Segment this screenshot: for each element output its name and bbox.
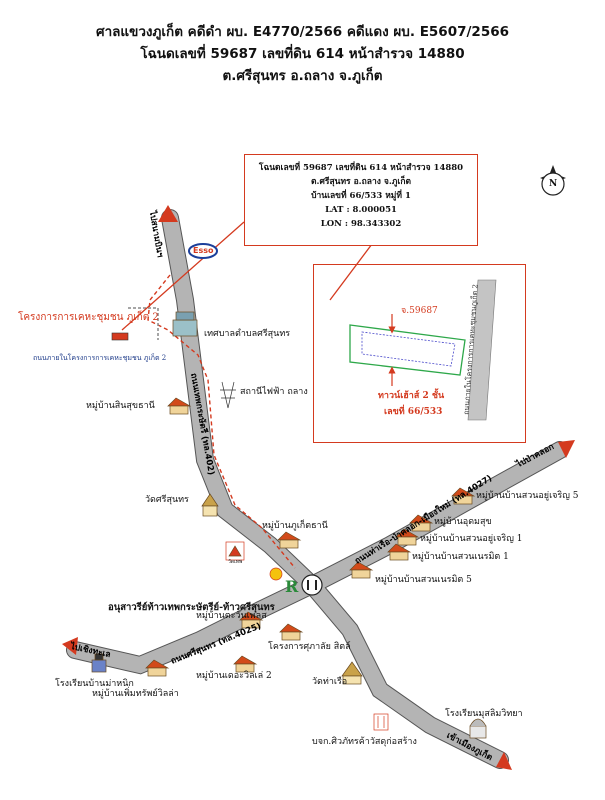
tawan-place-label: หมู่บ้านตะวันเพลส [196, 611, 267, 621]
village-icon-thevilla [233, 655, 258, 673]
temple-badge-icon [225, 541, 245, 561]
village-icon-tawan [239, 611, 264, 629]
road-network [66, 209, 569, 769]
suan-yu-charoen-5-label: หมู่บ้านบ้านสวนอยู่เจริญ 5 [476, 491, 579, 501]
compass-icon [540, 165, 566, 196]
village-icon-phuketthani [277, 531, 302, 549]
the-villa-2-label: หมู่บ้านเดอะวิลเล่ 2 [196, 671, 272, 681]
village-icon-suanyu5 [451, 487, 476, 505]
house-icons: R [91, 311, 487, 739]
info-lat: LAT : 8.000051 [325, 205, 397, 215]
municipality-label: เทศบาลตำบลศรีสุนทร [204, 329, 291, 339]
pointer-line-inset [329, 243, 373, 301]
inset-road [467, 279, 497, 421]
ban-maneenak-label: โรงเรียนบ้านม่าหนิก [55, 679, 134, 689]
wat-tha-rua-label: วัดท่าเรือ [312, 677, 348, 687]
road-si-sunthon [67, 577, 320, 674]
school-icon-maneenak [91, 653, 107, 673]
monument-icon [301, 574, 323, 596]
compass-letter: N [549, 179, 558, 189]
suan-nermit-5-label: หมู่บ้านบ้านสวนเนรมิต 5 [375, 575, 472, 585]
info-house-no: บ้านเลขที่ 66/533 หมู่ที่ 1 [311, 191, 411, 201]
deed-title: โฉนดเลขที่ 59687 เลขที่ดิน 614 หน้าสำรวจ… [140, 46, 465, 62]
arrow-to-choeng-thale [62, 637, 78, 655]
esso-icon [188, 243, 218, 259]
esso-label: Esso [193, 246, 214, 255]
substation-icon [220, 381, 236, 409]
parcel-label: จ.59687 [401, 306, 438, 316]
wat-si-sunthon-label: วัดศรีสุนทร [145, 495, 189, 505]
temple-badge-label: วัดเทพ [228, 559, 243, 565]
arrow-to-pa-khlok [558, 440, 575, 458]
arrow-to-airport [158, 205, 178, 222]
inner-road-label: ถนนภายในโครงการการเคหะชุมชน ภูเก็ต 2 [33, 354, 167, 362]
building-label: ทาวน์เฮ้าส์ 2 ชั้น [378, 391, 445, 401]
location-title: ต.ศรีสุนทร อ.ถลาง จ.ภูเก็ต [222, 68, 383, 84]
info-box: โฉนดเลขที่ 59687 เลขที่ดิน 614 หน้าสำรวจ… [244, 154, 478, 246]
company-icon [373, 713, 389, 731]
udom-suk-label: หมู่บ้านอุดมสุข [434, 517, 492, 527]
mosque-icon [469, 718, 487, 739]
sin-suk-thani-label: หมู่บ้านสินสุขธานี [86, 401, 155, 411]
info-deed: โฉนดเลขที่ 59687 เลขที่ดิน 614 หน้าสำรวจ… [258, 163, 464, 173]
ptt-icon: R [285, 577, 299, 596]
substation-label: สถานีไฟฟ้า ถลาง [240, 387, 308, 397]
project-label: โครงการการเคหะชุมชน ภูเก็ต 2 [18, 312, 159, 323]
permsap-villa-label: หมู่บ้านเพิ่มทรัพย์วิลล่า [92, 689, 179, 699]
phuket-thani-label: หมู่บ้านภูเก็ตธานี [262, 521, 328, 531]
inner-road [128, 307, 159, 340]
construction-co-label: บจก.ศิวภัทรค้าวัสดุก่อสร้าง [312, 737, 417, 747]
building-outline [361, 331, 456, 367]
temple-icon-tharua [341, 661, 363, 685]
shell-icon [269, 567, 283, 581]
municipality-icon [172, 311, 198, 337]
arrow-to-phuket-city [496, 752, 512, 770]
village-icon-suanyu1 [395, 528, 420, 546]
house-no-label: เลขที่ 66/533 [384, 407, 443, 417]
info-lon: LON : 98.343302 [320, 219, 402, 229]
monument-label: อนุสาวรีย์ท้าวเทพกระษัตรีย์-ท้าวศรีสุนทร [108, 602, 275, 613]
route-dashed [147, 274, 296, 569]
muslim-school-label: โรงเรียนมุสลิมวิทยา [445, 709, 523, 719]
pointer-line-project [121, 221, 245, 331]
road-thepkrasattri [162, 210, 320, 593]
suan-yu-charoen-1-label: หมู่บ้านบ้านสวนอยู่เจริญ 1 [420, 534, 523, 544]
village-icon-nermit5 [349, 561, 374, 579]
case-title: ศาลแขวงภูเก็ต คดีดำ ผบ. E4770/2566 คดีแด… [96, 24, 509, 40]
temple-icon-sisunthon [201, 493, 219, 517]
svg-text:R: R [285, 577, 299, 596]
direction-arrows [62, 205, 575, 770]
project-marker [111, 332, 129, 341]
road-phuket [304, 577, 508, 768]
inset-box [313, 264, 526, 443]
suan-nermit-1-label: หมู่บ้านบ้านสวนเนรมิต 1 [412, 552, 509, 562]
village-icon-sinsuk [167, 397, 192, 415]
plot-outline [349, 324, 466, 376]
village-icon-supalai [279, 623, 304, 641]
village-icon-permsap [145, 659, 170, 677]
supalai-label: โครงการศุภาลัย สิตล์ [268, 642, 351, 652]
village-icon-udomsuk [409, 514, 434, 532]
village-icon-nermit1 [387, 543, 412, 561]
info-location: ต.ศรีสุนทร อ.ถลาง จ.ภูเก็ต [311, 177, 411, 187]
